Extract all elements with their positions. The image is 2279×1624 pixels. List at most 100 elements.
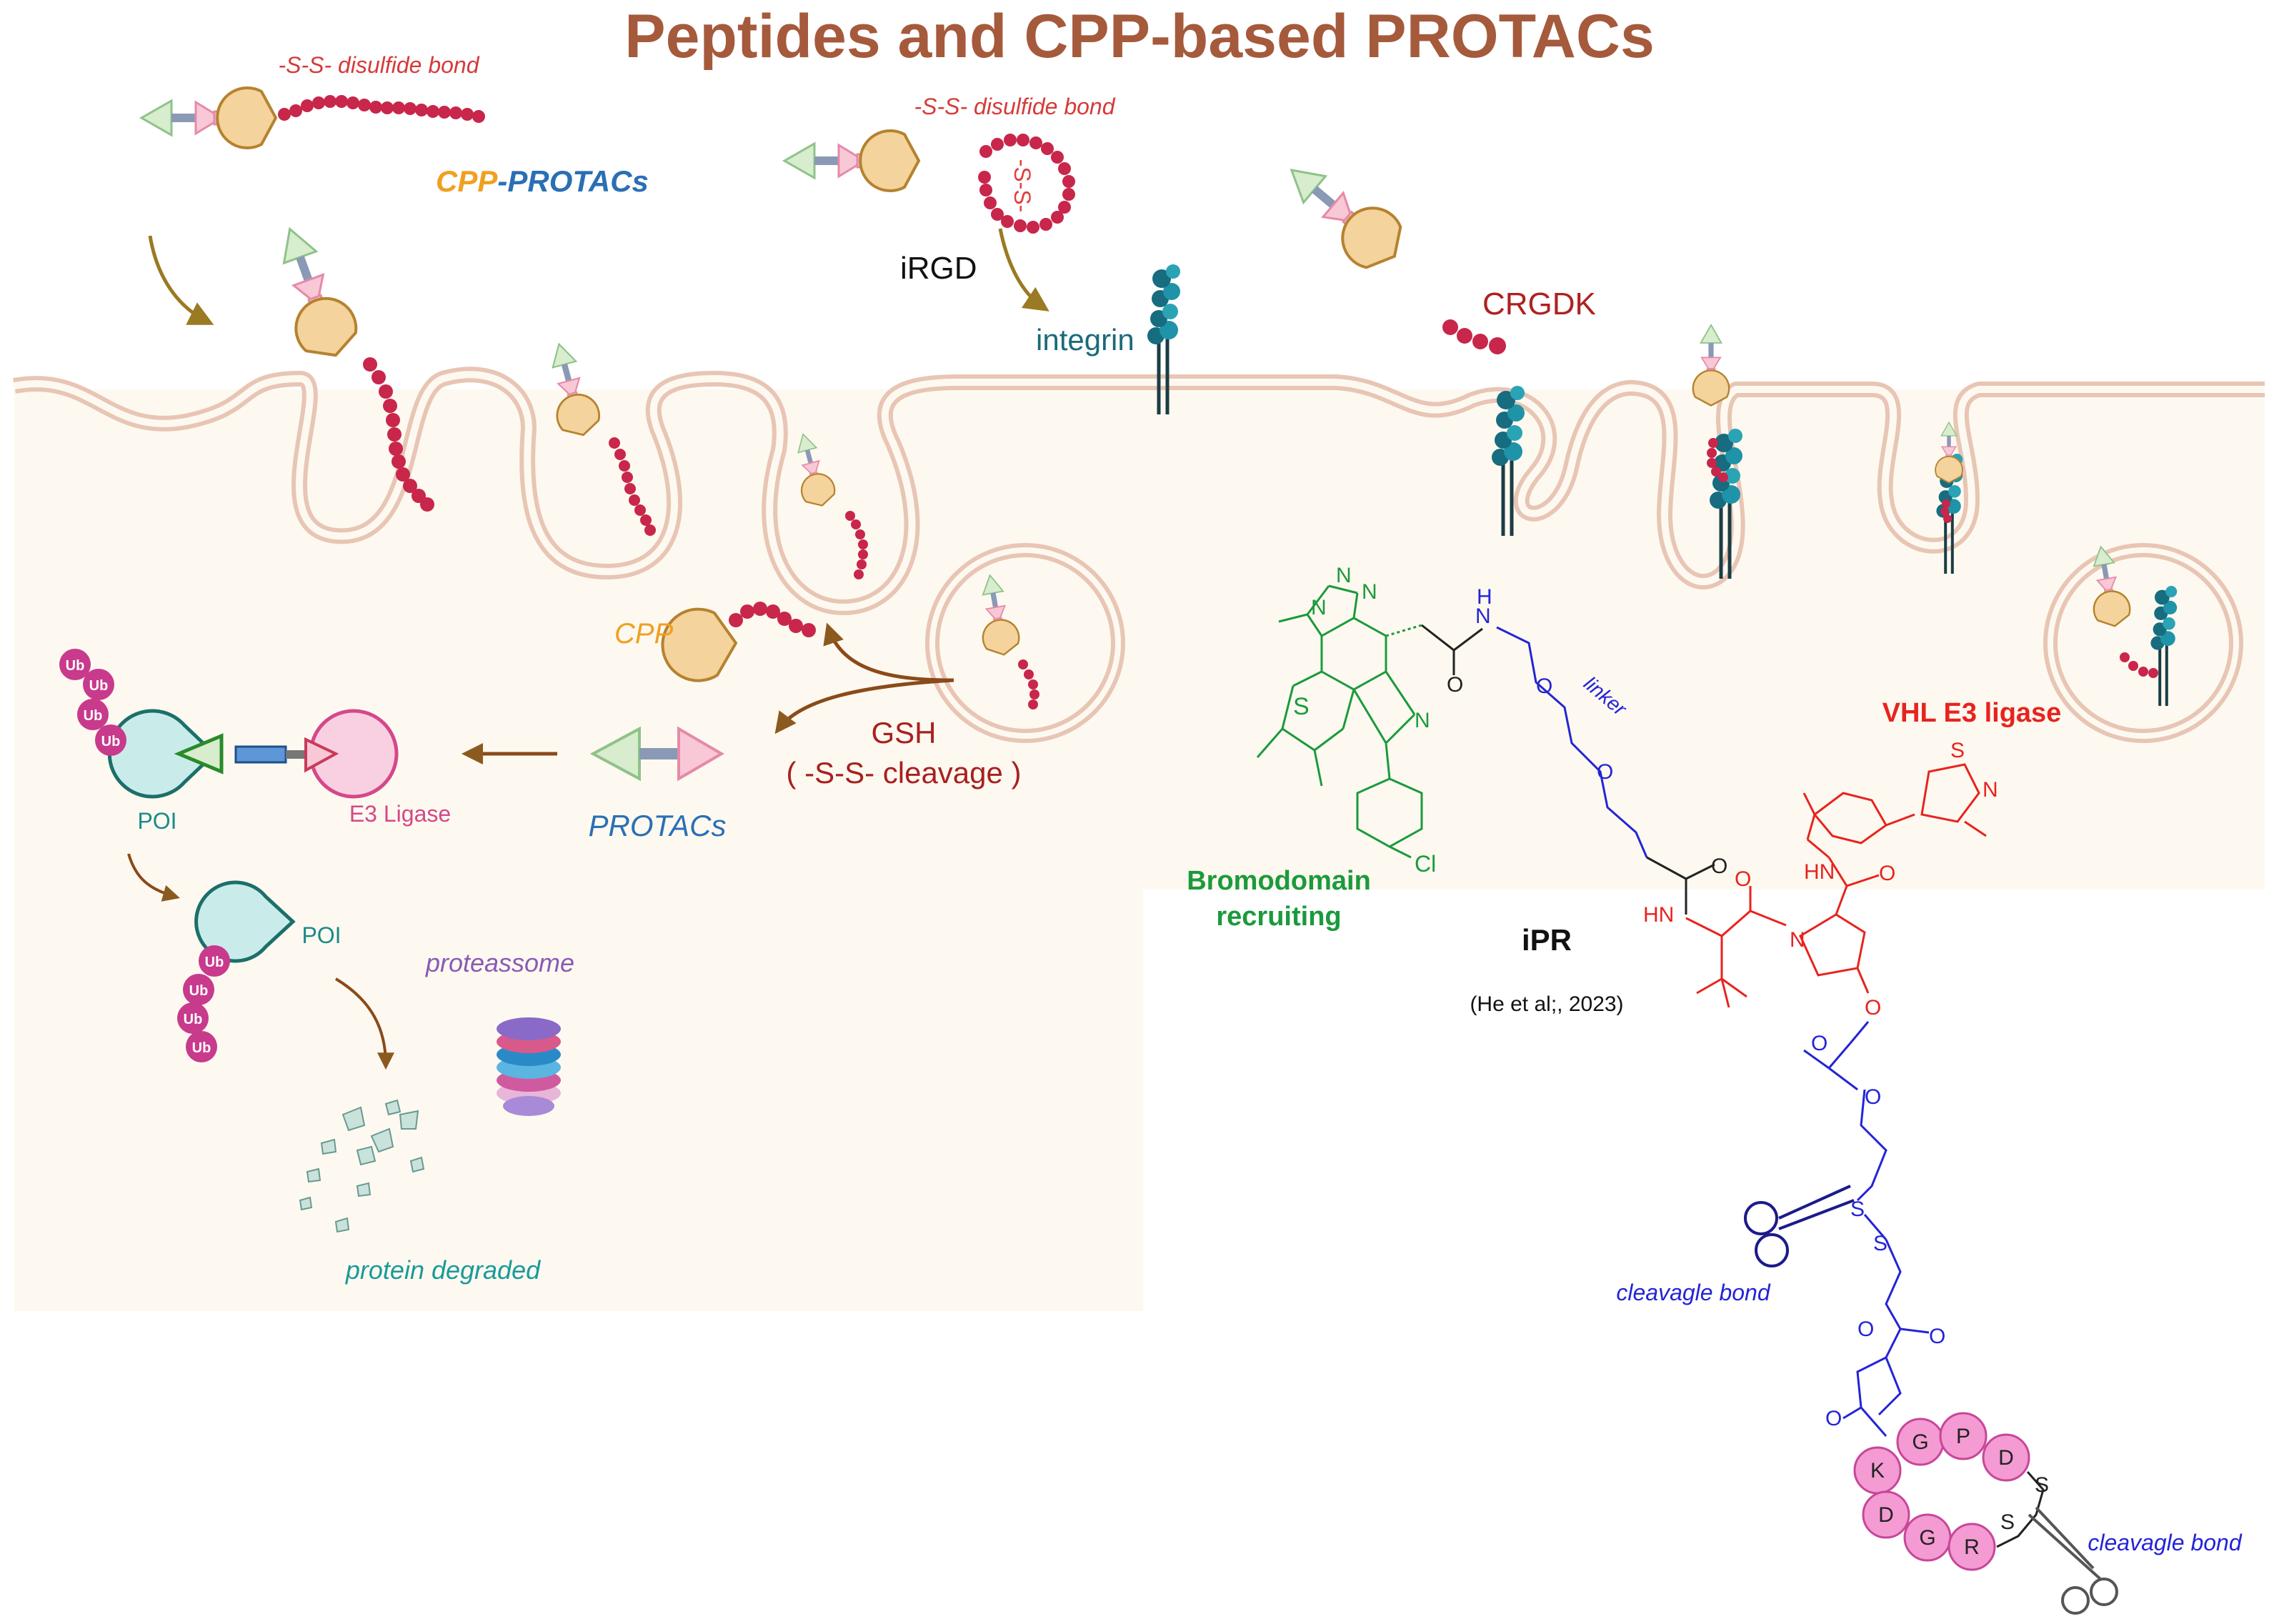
residue-label: G <box>1919 1526 1935 1550</box>
residue <box>1982 1433 2030 1482</box>
atom-s: S <box>2000 1510 2015 1534</box>
atom-cl: Cl <box>1415 851 1436 877</box>
page-title: Peptides and CPP-based PROTACs <box>624 2 1655 71</box>
ipr-label: iPR <box>1522 923 1572 957</box>
crgdk-protac <box>1270 145 1415 282</box>
protein-degraded-label: protein degraded <box>345 1255 541 1285</box>
atom-o: O <box>1857 1317 1874 1341</box>
endocytosis-peptide-1 <box>363 357 434 512</box>
atom-o: O <box>1735 867 1751 891</box>
poi-ubiquitinated: Ub Ub Ub Ub <box>177 880 296 1062</box>
vhl-ligand <box>1685 763 1987 1008</box>
atom-n: N <box>1475 604 1491 628</box>
residue-label: R <box>1964 1535 1980 1559</box>
ternary-complex <box>107 709 399 799</box>
cpp-protacs-label: CPP-PROTACs <box>436 164 649 198</box>
poi-to-degraded-arrow <box>334 977 394 1070</box>
gsh-label: GSH <box>871 716 936 749</box>
ss-cleavage-label: ( -S-S- cleavage ) <box>786 756 1021 789</box>
atom-o: O <box>1597 760 1613 784</box>
residue-label: P <box>1956 1425 1970 1448</box>
protacs-label: PROTACs <box>589 809 727 842</box>
residue <box>1948 1523 1996 1571</box>
right-peptide-1 <box>1707 438 1728 482</box>
cleavable-bond-label-1: cleavagle bond <box>1616 1280 1770 1305</box>
ub-label: Ub <box>84 708 103 724</box>
atom-n: N <box>1336 564 1352 587</box>
ub-label: Ub <box>189 983 209 999</box>
proteasome-label: proteassome <box>425 948 574 977</box>
residue <box>1939 1412 1988 1460</box>
atom-n: N <box>1983 778 1998 802</box>
scissors-icon <box>1744 1185 1855 1267</box>
bromodomain-label-1: Bromodomain <box>1187 866 1371 896</box>
ub-chain-1: Ub Ub Ub Ub <box>59 649 126 756</box>
endocytosis-peptide-3 <box>845 511 868 579</box>
atom-o: O <box>1447 673 1463 697</box>
ub-label: Ub <box>205 955 224 970</box>
residue-label: K <box>1870 1459 1885 1483</box>
ub-label: Ub <box>101 734 121 749</box>
integrin-label: integrin <box>1036 323 1134 357</box>
irgd-protac <box>783 129 1075 234</box>
degraded-fragments <box>299 1099 425 1233</box>
crgdk-peptide <box>1442 319 1506 354</box>
free-cpp <box>661 602 816 682</box>
ss-loop-label: -S-S- <box>1009 159 1035 213</box>
atom-hn: HN <box>1643 903 1674 927</box>
vesicle-peptide-middle <box>1018 659 1039 709</box>
ub-label: Ub <box>66 658 85 674</box>
vesicle-peptide-right <box>2120 652 2158 678</box>
scissors-icon <box>2028 1506 2118 1615</box>
complex-to-poi-arrow <box>127 853 180 902</box>
peptide-cycle: K G P D D G R <box>1853 1412 2045 1571</box>
atom-n: N <box>1311 596 1327 619</box>
atom-o: O <box>1825 1407 1842 1430</box>
e3-ligase-label: E3 Ligase <box>349 801 451 827</box>
poi-label-1: POI <box>137 808 176 834</box>
residue-label: G <box>1912 1430 1928 1454</box>
right-peptide-2 <box>1940 499 1952 523</box>
entry-arrow-irgd <box>998 228 1049 312</box>
atom-s: S <box>1850 1197 1865 1221</box>
proteasome-icon <box>497 1017 561 1116</box>
irgd-label: iRGD <box>900 251 977 286</box>
atom-hn: HN <box>1804 860 1835 884</box>
crgdk-label: CRGDK <box>1482 287 1596 322</box>
atom-o: O <box>1865 1085 1881 1109</box>
ub-label: Ub <box>89 678 109 694</box>
poi-label-2: POI <box>301 922 341 948</box>
released-protac <box>589 726 724 782</box>
right-protac-1 <box>1692 324 1730 407</box>
cell-membrane <box>13 367 2265 1311</box>
residue-label: D <box>1998 1446 2014 1470</box>
atom-s: S <box>1950 739 1965 762</box>
residue <box>1862 1490 1910 1539</box>
disulfide-label-1: -S-S- disulfide bond <box>278 52 479 78</box>
atom-s: S <box>1873 1232 1887 1255</box>
ub-label: Ub <box>184 1012 203 1027</box>
atom-o: O <box>1865 996 1881 1020</box>
atom-n: N <box>1790 928 1805 952</box>
atom-n: N <box>1415 709 1430 732</box>
cpp-protac-free <box>140 86 485 150</box>
citation-label: (He et al;, 2023) <box>1470 992 1623 1016</box>
atom-s-thiophene: S <box>1293 693 1310 720</box>
entry-arrow-left <box>148 235 214 325</box>
ub-label: Ub <box>192 1040 211 1056</box>
atom-o: O <box>1711 855 1727 878</box>
cleavable-linker <box>1803 1021 1930 1437</box>
endocytosis-peptide-2 <box>609 437 656 536</box>
bromodomain-label-2: recruiting <box>1216 902 1341 932</box>
cpp-label: CPP <box>614 618 674 649</box>
endocytosis-protac-1 <box>260 217 366 367</box>
atom-n: N <box>1362 580 1377 604</box>
atom-o: O <box>1929 1325 1945 1348</box>
atom-o: O <box>1879 862 1895 885</box>
disulfide-label-2: -S-S- disulfide bond <box>914 94 1115 119</box>
residue-label: D <box>1878 1503 1894 1527</box>
vhl-label: VHL E3 ligase <box>1882 698 2062 728</box>
cleavable-bond-label-2: cleavagle bond <box>2088 1530 2242 1555</box>
gsh-arrow-protac <box>774 678 954 734</box>
